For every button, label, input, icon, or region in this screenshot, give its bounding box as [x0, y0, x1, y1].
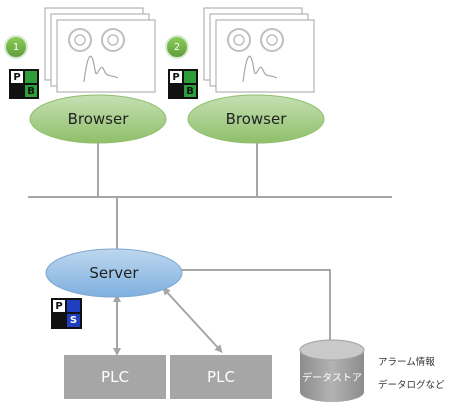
- client-2-screens: [203, 7, 315, 93]
- datastore-label: データストア: [302, 372, 362, 384]
- client-1-logo-letter-p: P: [13, 71, 21, 83]
- connector-datastore: [180, 269, 331, 343]
- browser-2-node: [187, 94, 325, 144]
- datastore-note-alarm: アラーム情報: [378, 357, 435, 368]
- browser-2-label: Browser: [225, 110, 287, 128]
- client-2-logo-letter-b: B: [186, 85, 194, 97]
- client-1-screens: [44, 7, 156, 93]
- client-1-logo-letter-b: B: [27, 85, 35, 97]
- server-logo-letter-s: S: [69, 315, 78, 326]
- datastore-cylinder: [299, 339, 365, 402]
- client-2-logo-letter-p: P: [172, 71, 180, 83]
- arrow-server-plc-2: [162, 287, 223, 353]
- server-ps-logo-icon: [51, 298, 82, 329]
- client-1-number: 1: [12, 41, 20, 53]
- browser-1-label: Browser: [67, 110, 129, 128]
- datastore-note-datalog: データログなど: [378, 380, 445, 391]
- server-logo-letter-p: P: [55, 300, 63, 312]
- plc-2-box: [170, 355, 272, 399]
- server-label: Server: [89, 264, 139, 282]
- plc-1-label: PLC: [101, 368, 129, 386]
- browser-1-node: [29, 94, 167, 144]
- plc-1-box: [64, 355, 166, 399]
- client-1-pb-logo-icon: [9, 69, 39, 99]
- client-2-pb-logo-icon: [168, 69, 198, 99]
- client-2-number-badge: [165, 35, 189, 59]
- plc-2-label: PLC: [207, 368, 235, 386]
- client-1-number-badge: [4, 35, 28, 59]
- server-node: [45, 248, 183, 298]
- client-2-number: 2: [173, 41, 181, 53]
